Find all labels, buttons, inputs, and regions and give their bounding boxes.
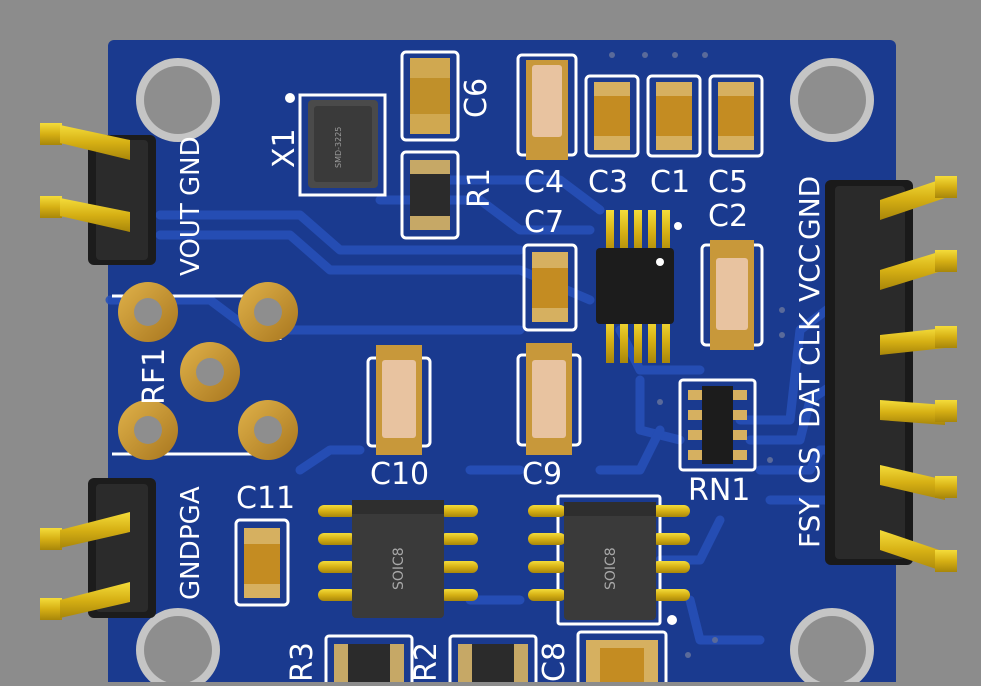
pin-label-fsy: FSY xyxy=(793,497,826,549)
header-right-6pin xyxy=(825,176,957,572)
pin-label-dat: DAT xyxy=(793,372,826,428)
label-c4: C4 xyxy=(524,165,565,200)
vias xyxy=(609,52,785,658)
header-vout-gnd xyxy=(40,123,156,265)
c7-capacitor xyxy=(522,243,578,332)
pin-label-vout: VOUT xyxy=(176,203,206,276)
soic8-left-marking: SOIC8 xyxy=(391,547,407,590)
label-c10: C10 xyxy=(370,457,430,492)
rn1-resistor-network xyxy=(678,378,757,472)
pin-label-pga: PGA xyxy=(176,486,206,540)
x1-package-marking: SMD-3225 xyxy=(334,126,343,168)
pcb-substrate xyxy=(108,40,896,686)
pin-label-vcc: VCC xyxy=(793,243,826,302)
pin-label-gnd-top: GND xyxy=(176,136,206,196)
label-r3: R3 xyxy=(285,642,320,682)
header-gnd-pga xyxy=(40,478,156,620)
c4-capacitor xyxy=(516,53,578,160)
c9-capacitor xyxy=(516,343,582,455)
label-c5: C5 xyxy=(708,165,749,200)
msop-chip xyxy=(596,210,682,363)
label-c6: C6 xyxy=(459,77,494,118)
label-x1: X1 xyxy=(267,128,302,168)
soic8-right xyxy=(528,494,690,626)
c2-capacitor xyxy=(700,240,764,350)
pin-label-gnd-bottom: GND xyxy=(176,540,206,600)
r1-resistor xyxy=(400,150,460,240)
label-rf1: RF1 xyxy=(137,347,172,405)
label-c3: C3 xyxy=(588,165,629,200)
c11-capacitor xyxy=(234,518,290,607)
label-c2: C2 xyxy=(708,199,749,234)
bottom-parts xyxy=(324,630,668,686)
rf1-footprint xyxy=(112,282,298,460)
label-c9: C9 xyxy=(522,457,563,492)
pin-label-clk: CLK xyxy=(793,312,826,366)
soic8-left xyxy=(318,500,478,618)
label-rn1: RN1 xyxy=(688,473,751,508)
label-c11: C11 xyxy=(236,481,296,516)
c6-capacitor xyxy=(400,50,460,142)
label-r1: R1 xyxy=(462,168,497,208)
label-c7: C7 xyxy=(524,205,565,240)
label-r2: R2 xyxy=(409,642,444,682)
label-c8: C8 xyxy=(537,641,572,682)
c10-capacitor xyxy=(366,345,432,455)
soic8-right-marking: SOIC8 xyxy=(603,547,619,590)
pin-label-gnd-right: GND xyxy=(793,175,826,240)
pin-label-cs: CS xyxy=(793,446,826,484)
x1-crystal xyxy=(285,93,387,197)
label-c1: C1 xyxy=(650,165,691,200)
c3-c1-c5-capacitors xyxy=(584,74,764,158)
mounting-holes xyxy=(136,58,874,686)
